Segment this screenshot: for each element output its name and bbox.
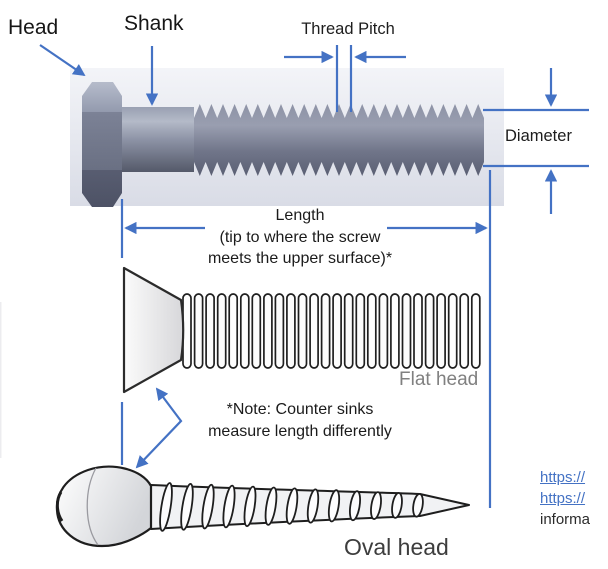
oval-head-slot: [55, 491, 64, 522]
flat-head-label: Flat head: [399, 369, 479, 390]
left-edge-line: [0, 302, 2, 458]
flat-screw-threads: [182, 293, 481, 369]
oval-head-screw-illustration: [55, 465, 470, 548]
shank-label: Shank: [124, 12, 184, 35]
countersink-note-arrow: [135, 387, 183, 469]
bolt-threads: [194, 104, 484, 176]
oval-screw-head: [55, 465, 153, 548]
flat-head-screw-illustration: [122, 266, 481, 394]
oval-screw-threads: [159, 482, 424, 532]
head-arrow: [39, 44, 86, 77]
reference-link-1[interactable]: https://: [540, 469, 586, 486]
reference-link-2[interactable]: https://: [540, 490, 586, 507]
length-caption-line1: Length: [275, 207, 325, 224]
reference-links: https:// https:// informa: [540, 467, 590, 530]
oval-head-label: Oval head: [344, 534, 449, 560]
length-caption-line3: meets the upper surface)*: [207, 250, 393, 267]
countersink-note: *Note: Counter sinks measure length diff…: [155, 399, 445, 443]
length-caption: Length (tip to where the screw meets the…: [160, 205, 440, 270]
oval-head-contour: [86, 467, 99, 546]
reference-text: informa: [540, 511, 591, 528]
dimension-annotations: [39, 44, 589, 508]
countersink-note-line2: measure length differently: [208, 423, 392, 440]
length-caption-line2: (tip to where the screw: [219, 228, 381, 246]
hex-bolt-illustration: [82, 82, 484, 207]
diameter-label: Diameter: [505, 127, 572, 145]
flat-screw-head: [122, 266, 185, 394]
bolt-shank: [122, 107, 194, 172]
bolt-head-top-facet: [82, 82, 122, 112]
thread-pitch-label: Thread Pitch: [301, 20, 395, 38]
bolt-head-bottom-facet: [82, 170, 122, 207]
countersink-note-line1: *Note: Counter sinks: [226, 401, 374, 418]
head-label: Head: [8, 16, 59, 39]
bolt-head-mid-facet: [82, 112, 122, 170]
